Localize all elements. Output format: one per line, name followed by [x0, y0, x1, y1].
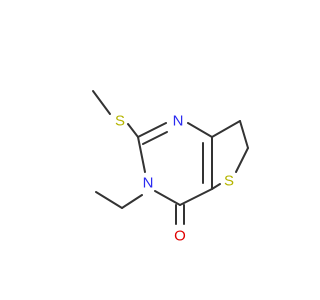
- atom-n-ring-left: N: [143, 175, 154, 192]
- bond-methyl-s: [92, 90, 111, 115]
- bond-ethyl-ch3: [95, 191, 123, 209]
- molecule-structure-diagram: S N N S O: [92, 90, 249, 245]
- atom-s-thiophene: S: [224, 173, 234, 190]
- bond-n3-c2: [137, 136, 146, 173]
- bond-ch2-ch2: [239, 120, 249, 149]
- bond-n-top-c7a: [187, 122, 213, 138]
- bond-s-c2: [127, 123, 139, 138]
- bond-c4-n3: [154, 190, 181, 206]
- bond-c2-n-top: [137, 122, 167, 138]
- bond-c4a-c4: [179, 188, 213, 206]
- atom-labels: S N N S O: [115, 113, 234, 245]
- atom-n-ring-top: N: [173, 113, 184, 130]
- atom-s-methylthio: S: [115, 113, 125, 130]
- bond-c2-n-top-double: [142, 131, 168, 145]
- atom-o-carbonyl: O: [174, 228, 186, 245]
- bond-s-thiophene-c4a: [211, 183, 221, 190]
- bond-c7a-ch2: [211, 120, 241, 138]
- bond-n3-ethyl: [121, 194, 143, 209]
- bonds: [92, 90, 249, 225]
- bond-ch2-s-thiophene: [235, 147, 249, 173]
